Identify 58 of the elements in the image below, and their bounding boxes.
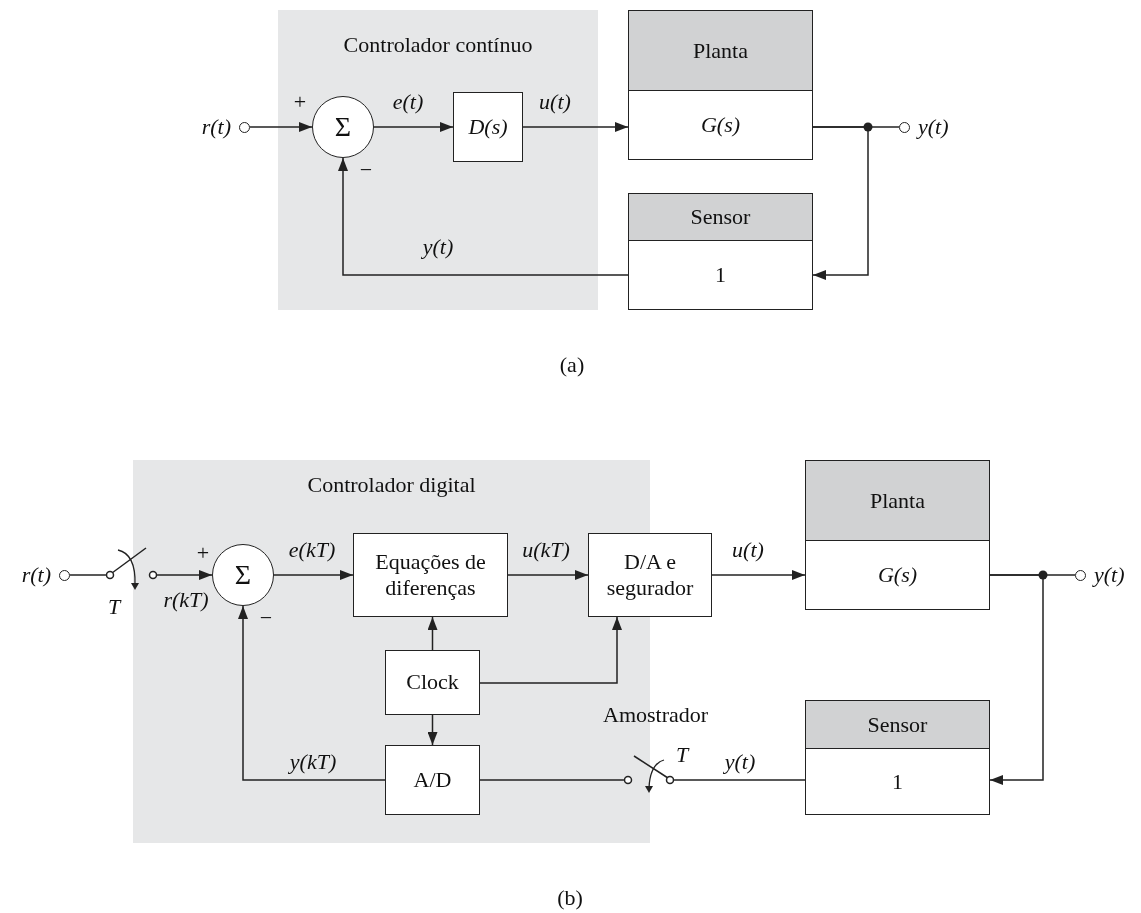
sampler-label: Amostrador	[603, 702, 709, 728]
sign-symbol: −	[359, 157, 373, 183]
connector-arrow	[522, 122, 629, 132]
block-header: Sensor	[629, 194, 812, 241]
block-header: Sensor	[806, 701, 989, 749]
process-box: D(s)	[453, 92, 523, 162]
signal-label: e(kT)	[288, 537, 336, 563]
process-box: Clock	[385, 650, 480, 715]
sampling-period-label: T	[108, 594, 121, 620]
block-header: Planta	[806, 461, 989, 541]
block-label: 1	[714, 261, 727, 289]
signal-label: y(t)	[422, 234, 454, 260]
block-header: Planta	[629, 11, 812, 91]
connector-arrow	[711, 570, 806, 580]
signal-label: r(t)	[21, 562, 51, 588]
titled-block	[628, 10, 813, 160]
connector-arrow	[427, 714, 438, 746]
sampling-period-label: T	[676, 742, 689, 768]
titled-block	[805, 460, 990, 610]
signal-label: y(t)	[918, 114, 949, 140]
signal-label: y(t)	[1094, 562, 1125, 588]
connector-arrow	[427, 616, 438, 651]
sign-symbol: −	[259, 605, 273, 631]
summing-junction: Σ	[312, 96, 374, 158]
process-box: A/D	[385, 745, 480, 815]
connector-arrow	[338, 157, 629, 276]
signal-label: y(kT)	[289, 749, 337, 775]
sign-symbol: +	[196, 540, 210, 566]
block-label: G(s)	[876, 561, 919, 589]
block-label: 1	[891, 767, 904, 796]
titled-block	[628, 193, 813, 310]
signal-label: u(kT)	[522, 537, 570, 563]
connector-arrow	[479, 616, 622, 684]
block-label: G(s)	[699, 111, 742, 139]
sign-symbol: +	[293, 89, 307, 115]
connector-arrow	[373, 122, 454, 132]
connector-arrow	[249, 122, 313, 132]
connector-arrow	[273, 570, 354, 580]
panel-title: Controlador contínuo	[343, 32, 533, 58]
process-box: Equações de diferenças	[353, 533, 508, 617]
signal-label: u(t)	[732, 537, 764, 563]
controller-panel	[278, 10, 598, 310]
connector-arrow	[156, 570, 213, 580]
signal-label: y(t)	[724, 749, 756, 775]
titled-block	[805, 700, 990, 815]
process-box: D/A e segurador	[588, 533, 712, 617]
signal-label: u(t)	[539, 89, 571, 115]
signal-label: r(kT)	[163, 587, 209, 613]
connector-arrow	[238, 605, 386, 781]
connector-arrow	[812, 126, 869, 280]
summing-junction: Σ	[212, 544, 274, 606]
panel-title: Controlador digital	[307, 472, 476, 498]
signal-label: r(t)	[201, 114, 231, 140]
signal-label: e(t)	[392, 89, 424, 115]
connector-arrow	[507, 570, 589, 580]
connector-arrow	[989, 574, 1044, 785]
subfigure-label: (b)	[557, 885, 583, 911]
subfigure-label: (a)	[559, 352, 585, 378]
